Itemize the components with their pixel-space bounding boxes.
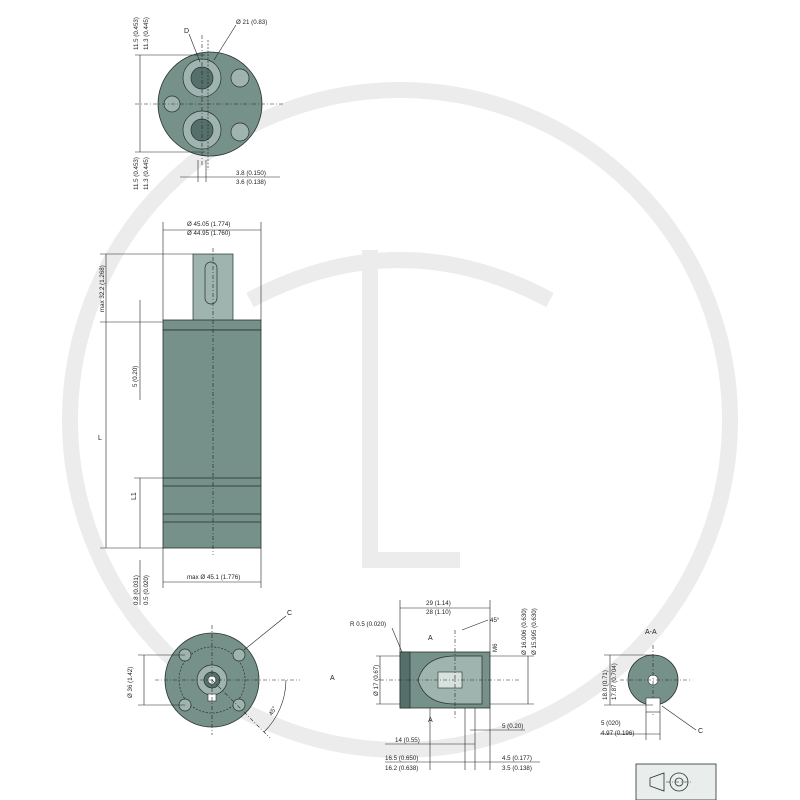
section-height-b: 17.87 (0.704) <box>611 663 618 700</box>
top-dia21: Ø 21 (0.83) <box>236 19 267 26</box>
front-dia36: Ø 36 (1.42) <box>127 667 134 698</box>
section-width-a: 5 (020) <box>601 720 621 727</box>
front-angle: 45° <box>268 705 279 717</box>
side-top-dia-b: Ø 44.95 (1.760) <box>187 230 230 237</box>
front-bolt-tr <box>232 648 246 662</box>
shaft-len-a: 29 (1.14) <box>426 600 451 607</box>
side-five: 5 (0.20) <box>132 366 139 387</box>
top-view: 11.5 (0.453) 11.3 (0.445) 11.5 (0.453) 1… <box>133 17 285 190</box>
shaft-section-a-top: A <box>428 635 433 642</box>
top-bolt-right-upper <box>230 68 250 88</box>
shaft-fourteen: 14 (0.55) <box>395 737 420 744</box>
shaft-five: 5 (0.20) <box>502 723 523 730</box>
shaft-view: 29 (1.14) 28 (1.10) R 0.5 (0.020) 45° A … <box>350 600 540 772</box>
top-width-a: 3.8 (0.150) <box>236 170 266 177</box>
side-keyway <box>204 261 218 305</box>
shaft-dia-b: Ø 15.995 (0.630) <box>531 608 538 655</box>
shaft-angle: 45° <box>490 617 500 624</box>
side-L: L <box>98 435 102 442</box>
section-height-a: 18.0 (0.71) <box>602 670 609 700</box>
section-c-label: C <box>698 728 703 735</box>
side-max-length: max 32.2 (1.268) <box>99 265 106 312</box>
shaft-l2-a: 4.5 (0.177) <box>502 755 532 762</box>
shaft-l1-b: 16.2 (0.638) <box>385 765 418 772</box>
side-view: Ø 45.05 (1.774) Ø 44.95 (1.760) max 32.2… <box>98 221 262 605</box>
top-bolt-right-lower <box>230 122 250 142</box>
shaft-m6: M6 <box>492 643 499 652</box>
side-flange <box>162 319 262 331</box>
shaft-dia-a: Ø 16.006 (0.630) <box>521 608 528 655</box>
top-height-lower-b: 11.3 (0.445) <box>143 157 150 190</box>
side-bottom-dia: max Ø 45.1 (1.776) <box>187 574 240 581</box>
side-gap-b: 0.5 (0.020) <box>143 575 150 605</box>
projection-symbol <box>635 763 717 800</box>
shaft-radius: R 0.5 (0.020) <box>350 621 386 628</box>
top-height-lower-a: 11.5 (0.453) <box>133 157 140 190</box>
shaft-len-b: 28 (1.10) <box>426 609 451 616</box>
top-width-b: 3.6 (0.138) <box>236 179 266 186</box>
top-height-upper-a: 11.5 (0.453) <box>133 17 140 50</box>
side-housing <box>162 329 262 549</box>
shaft-section-a-bottom: A <box>428 717 433 724</box>
shaft-l1-a: 16.5 (0.650) <box>385 755 418 762</box>
section-width-b: 4.97 (0.196) <box>601 730 634 737</box>
section-view: A-A 18.0 (0.71) 17.87 (0.704) 5 (020) 4.… <box>600 629 703 740</box>
top-height-upper-b: 11.3 (0.445) <box>143 17 150 50</box>
shaft-dia17: Ø 17 (0.67) <box>373 665 380 696</box>
front-a-label: A <box>330 675 335 682</box>
side-gap-a: 0.8 (0.031) <box>133 575 140 605</box>
top-d-label: D <box>184 28 189 35</box>
side-top-dia-a: Ø 45.05 (1.774) <box>187 221 230 228</box>
shaft-l2-b: 3.5 (0.138) <box>502 765 532 772</box>
front-view: 45° Ø 36 (1.42) C A <box>127 610 335 739</box>
front-bolt-br <box>232 698 246 712</box>
section-title: A-A <box>645 629 657 636</box>
side-L1: L1 <box>131 492 138 500</box>
front-c-label: C <box>287 610 292 617</box>
watermark-logo <box>62 82 738 758</box>
